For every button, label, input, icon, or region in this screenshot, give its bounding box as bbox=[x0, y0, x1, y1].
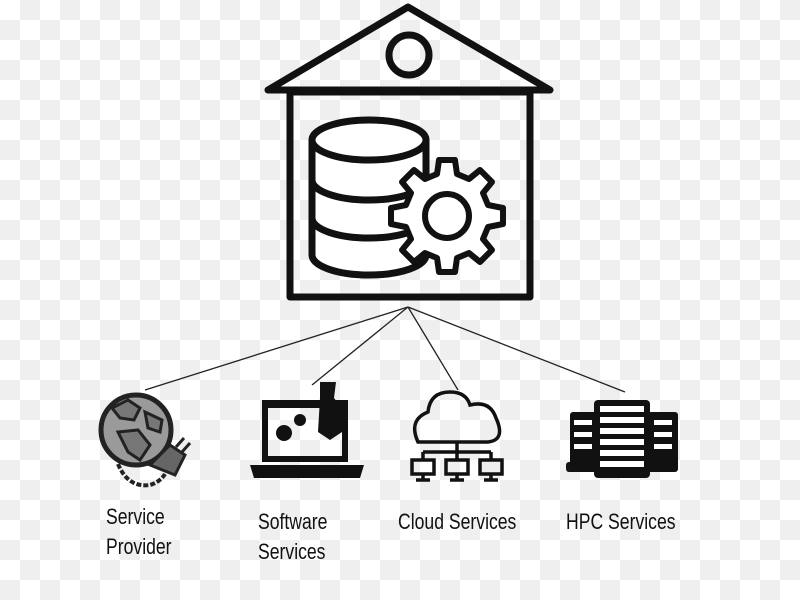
software-services-label: Software Services bbox=[258, 507, 327, 567]
label-line: Service bbox=[106, 504, 165, 529]
service-provider-label: Service Provider bbox=[106, 502, 172, 562]
cloud-services-label: Cloud Services bbox=[398, 509, 517, 534]
label-line: Provider bbox=[106, 534, 172, 559]
house-icon bbox=[264, 3, 554, 301]
label-line: Software bbox=[258, 509, 328, 534]
cloud-network-icon bbox=[410, 390, 504, 482]
label-line: Services bbox=[258, 539, 326, 564]
globe-plug-icon bbox=[98, 392, 192, 488]
server-rack-icon bbox=[566, 400, 678, 478]
connector-lines bbox=[144, 306, 626, 393]
hpc-services-label: HPC Services bbox=[566, 509, 676, 534]
gear-icon bbox=[388, 157, 506, 275]
laptop-wrench-icon bbox=[250, 382, 364, 478]
